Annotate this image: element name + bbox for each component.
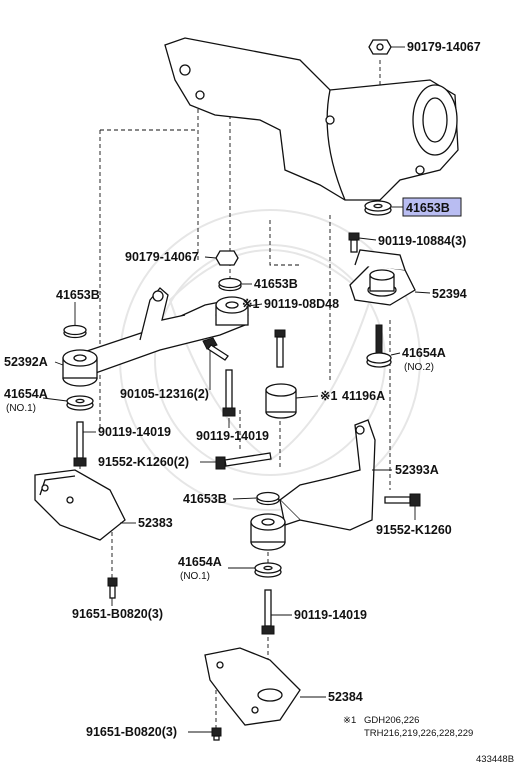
label-90119-14019-mid[interactable]: 90119-14019 (196, 429, 269, 443)
label-41654A-low-sub: (NO.1) (180, 571, 210, 582)
ref-marker-08D48: ※1 (242, 297, 259, 311)
footnote-line1: GDH206,226 (364, 715, 419, 726)
label-41654A-low[interactable]: 41654A (178, 555, 222, 569)
label-41653B-low[interactable]: 41653B (183, 492, 227, 506)
bolt-91651-upper (107, 577, 118, 599)
washer-41653B-top (364, 200, 392, 216)
bolt-91552-K1260 (384, 493, 421, 507)
bolt-91651-lower (211, 727, 222, 741)
bolt-90119-14019-mid (222, 369, 236, 417)
label-90119-14019-left[interactable]: 90119-14019 (98, 425, 171, 439)
label-41653B-mid[interactable]: 41653B (254, 277, 298, 291)
arm-52392A (73, 287, 249, 376)
footnote: ※1 GDH206,226 TRH216,219,226,228,229 (343, 715, 473, 739)
footnote-mark: ※1 (343, 715, 356, 726)
label-90179-14067-top[interactable]: 90179-14067 (407, 40, 481, 54)
washer-41653B-left (63, 324, 87, 339)
washer-41653B-low (256, 491, 280, 506)
label-52383[interactable]: 52383 (138, 516, 173, 530)
label-41654A-right[interactable]: 41654A (402, 346, 446, 360)
label-41653B-highlighted[interactable]: 41653B (406, 201, 450, 215)
nut-top (368, 39, 392, 55)
washer-41653B-mid (218, 277, 242, 292)
bushing-left (62, 349, 98, 387)
bracket-52383 (34, 469, 126, 541)
bolt-90119-14019-left (73, 421, 87, 467)
washer-41654A-left (66, 395, 94, 411)
label-41654A-right-sub: (NO.2) (404, 362, 434, 373)
bolt-90119-10884 (348, 232, 360, 253)
label-91651-B0820-upper[interactable]: 91651-B0820(3) (72, 607, 163, 621)
part-labels: 90179-14067 41653B 90119-10884(3) 90179-… (4, 40, 481, 739)
label-52392A[interactable]: 52392A (4, 355, 48, 369)
bolt-90119-08D48 (274, 329, 286, 368)
washer-41654A-low (254, 562, 282, 578)
nut-mid (215, 250, 239, 266)
ref-marker-41196A: ※1 (320, 389, 337, 403)
washer-41654A-right (366, 324, 392, 368)
figure-id: 433448B (476, 754, 514, 765)
bolt-90105 (202, 337, 229, 361)
bracket-52393A (279, 419, 376, 531)
label-52394[interactable]: 52394 (432, 287, 467, 301)
label-91552-K1260-2[interactable]: 91552-K1260(2) (98, 455, 189, 469)
label-52393A[interactable]: 52393A (395, 463, 439, 477)
label-41654A-left-sub: (NO.1) (6, 403, 36, 414)
footnote-line2: TRH216,219,226,228,229 (364, 728, 473, 739)
label-90119-10884[interactable]: 90119-10884(3) (378, 234, 466, 248)
label-90119-08D48[interactable]: 90119-08D48 (264, 297, 339, 311)
bolt-90119-14019-low (261, 589, 275, 635)
label-52384[interactable]: 52384 (328, 690, 363, 704)
bushing-low (250, 513, 286, 551)
bolt-91552-K1260-2 (215, 452, 272, 470)
label-91552-K1260[interactable]: 91552-K1260 (376, 523, 452, 537)
highlight-box (402, 197, 462, 217)
bracket-52394 (349, 249, 416, 306)
label-91651-B0820-lower[interactable]: 91651-B0820(3) (86, 725, 177, 739)
bracket-52384 (204, 647, 301, 726)
leader-lines (42, 46, 431, 733)
label-41196A[interactable]: 41196A (342, 389, 385, 403)
bushing-41196A (265, 383, 297, 419)
label-41654A-left[interactable]: 41654A (4, 387, 48, 401)
differential-carrier (164, 37, 459, 201)
label-90179-14067-mid[interactable]: 90179-14067 (125, 250, 199, 264)
label-41653B-left[interactable]: 41653B (56, 288, 100, 302)
label-90119-14019-low[interactable]: 90119-14019 (294, 608, 367, 622)
label-90105-12316[interactable]: 90105-12316(2) (120, 387, 209, 401)
